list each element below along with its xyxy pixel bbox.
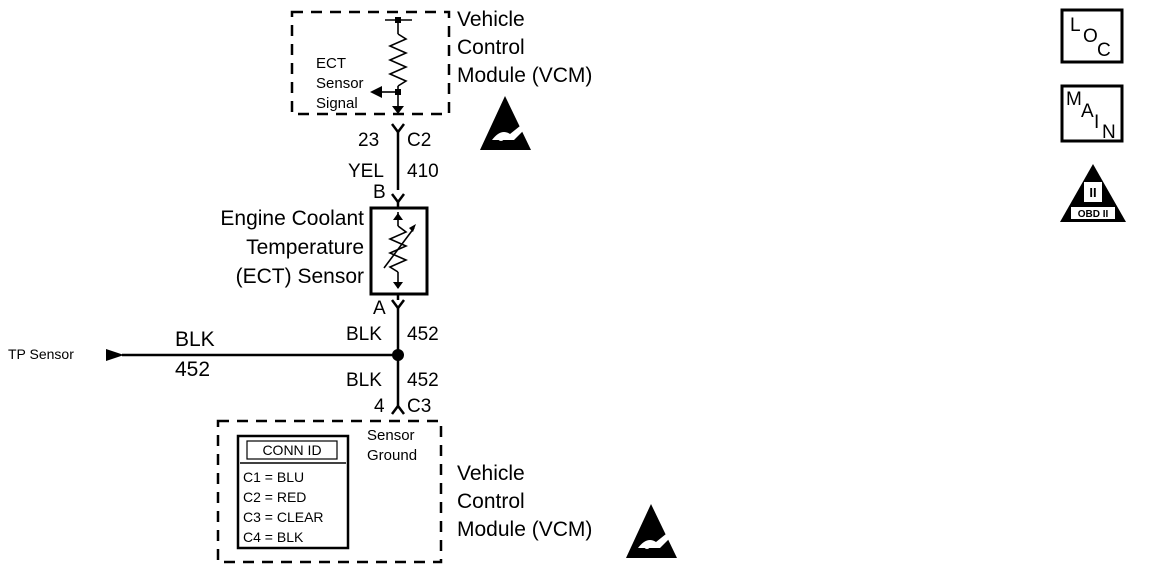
tp-sensor-label[interactable]: TP Sensor — [8, 346, 74, 362]
conn-id-table — [236, 434, 350, 550]
conn-id-row: C2 = RED — [243, 489, 306, 505]
tp-branch-circuit: 452 — [175, 358, 210, 381]
loc-letter: L — [1070, 15, 1081, 36]
obd-top-label: II — [1089, 185, 1096, 200]
conn-id-row: C1 = BLU — [243, 469, 304, 485]
c2-pin: 23 — [358, 130, 379, 151]
tp-sensor-arrow-icon — [106, 349, 124, 361]
ect-signal-label-1: ECT — [316, 55, 346, 72]
wire-mid-color: BLK — [346, 324, 382, 345]
c2-name: C2 — [407, 130, 431, 151]
wire-mid-circuit: 452 — [407, 324, 439, 345]
main-button[interactable]: M A I N — [1060, 84, 1124, 143]
main-button-icon[interactable] — [1060, 84, 1124, 143]
c3-name: C3 — [407, 396, 431, 417]
wire-top-color: YEL — [348, 161, 384, 182]
sensor-ground-label-2: Ground — [367, 447, 417, 464]
conn-id-row: C3 = CLEAR — [243, 509, 324, 525]
tp-branch-color: BLK — [175, 328, 215, 351]
ect-pin-a: A — [373, 298, 386, 319]
obd-bottom-label: OBD II — [1078, 209, 1109, 220]
main-letter: I — [1094, 112, 1099, 133]
conn-id-header: CONN ID — [262, 442, 321, 458]
obd-ii-button[interactable]: II OBD II — [1060, 164, 1126, 222]
main-letter: M — [1066, 89, 1082, 110]
c3-pin: 4 — [374, 396, 385, 417]
vcm-top-title-3: Module (VCM) — [457, 64, 592, 87]
vcm-top-title-2: Control — [457, 36, 525, 59]
c2-connector-symbol — [391, 123, 405, 135]
ect-name-2: Temperature — [246, 236, 364, 259]
pin-b-connector-symbol — [391, 193, 405, 205]
ect-signal-label-2: Sensor — [316, 75, 364, 92]
vcm-bottom-title-1: Vehicle — [457, 462, 525, 485]
vcm-top-title-1: Vehicle — [457, 8, 525, 31]
wire-bottom-circuit: 452 — [407, 370, 439, 391]
c3-connector-symbol — [391, 403, 405, 415]
loc-letter: O — [1083, 26, 1098, 47]
wire-bottom-color: BLK — [346, 370, 382, 391]
pin-a-connector-symbol — [391, 299, 405, 311]
loc-button[interactable]: L O C — [1060, 8, 1124, 64]
main-letter: A — [1081, 101, 1094, 122]
vcm-top-box — [290, 10, 451, 116]
main-letter: N — [1102, 122, 1116, 143]
conn-id-row: C4 = BLK — [243, 529, 304, 545]
esd-hand-triangle-icon — [626, 504, 677, 558]
ect-signal-label-3: Signal — [316, 95, 358, 112]
esd-hand-triangle-icon — [480, 96, 531, 150]
ect-pin-b: B — [373, 182, 386, 203]
ect-name-1: Engine Coolant — [220, 207, 364, 230]
vcm-bottom-box — [216, 419, 443, 564]
ect-name-3: (ECT) Sensor — [236, 265, 364, 288]
vcm-bottom-title-2: Control — [457, 490, 525, 513]
ect-sensor-thermistor-icon — [369, 206, 429, 296]
loc-letter: C — [1097, 40, 1111, 61]
wire-top-circuit: 410 — [407, 161, 439, 182]
vcm-bottom-title-3: Module (VCM) — [457, 518, 592, 541]
sensor-ground-label-1: Sensor — [367, 427, 415, 444]
loc-button-icon[interactable] — [1060, 8, 1124, 64]
vcm-internal-resistor — [370, 17, 412, 114]
